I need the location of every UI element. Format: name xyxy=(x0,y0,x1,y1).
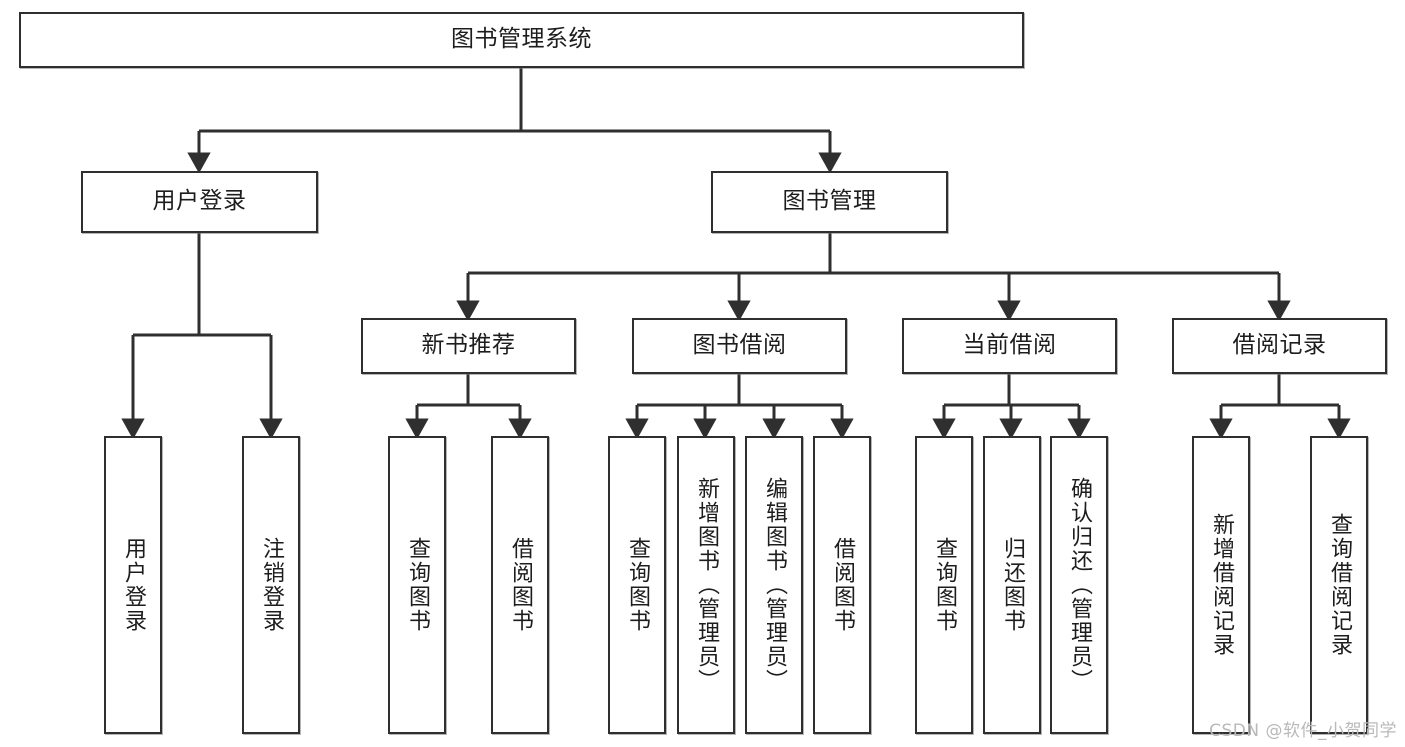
leaf-borrow-books-new[interactable]: 借阅图书 xyxy=(491,436,549,734)
leaf-add-book-admin[interactable]: 新增图书（管理员） xyxy=(677,436,735,734)
node-label: 新增图书（管理员） xyxy=(694,477,719,693)
node-borrow-records[interactable]: 借阅记录 xyxy=(1172,318,1387,374)
leaf-query-borrow-record[interactable]: 查询借阅记录 xyxy=(1310,436,1368,734)
node-new-book-recommend[interactable]: 新书推荐 xyxy=(361,318,576,374)
leaf-query-books-new[interactable]: 查询图书 xyxy=(388,436,446,734)
leaf-user-login[interactable]: 用户登录 xyxy=(104,436,162,734)
node-label: 用户登录 xyxy=(121,537,146,633)
node-book-borrow[interactable]: 图书借阅 xyxy=(632,318,847,374)
node-label: 新增借阅记录 xyxy=(1209,513,1234,657)
node-label: 注销登录 xyxy=(259,537,284,633)
node-label: 图书借阅 xyxy=(692,332,787,359)
node-label: 借阅图书 xyxy=(508,537,533,633)
leaf-add-borrow-record[interactable]: 新增借阅记录 xyxy=(1192,436,1250,734)
node-label: 图书管理 xyxy=(782,188,877,215)
leaf-query-books-current[interactable]: 查询图书 xyxy=(915,436,973,734)
leaf-query-books-borrow[interactable]: 查询图书 xyxy=(608,436,666,734)
leaf-return-books[interactable]: 归还图书 xyxy=(983,436,1041,734)
node-label: 确认归还（管理员） xyxy=(1067,477,1092,693)
node-user-login[interactable]: 用户登录 xyxy=(81,171,318,233)
node-label: 查询借阅记录 xyxy=(1327,513,1352,657)
node-label: 查询图书 xyxy=(625,537,650,633)
node-current-borrow[interactable]: 当前借阅 xyxy=(902,318,1117,374)
node-label: 归还图书 xyxy=(1000,537,1025,633)
leaf-confirm-return-admin[interactable]: 确认归还（管理员） xyxy=(1050,436,1108,734)
node-label: 查询图书 xyxy=(405,537,430,633)
leaf-logout[interactable]: 注销登录 xyxy=(242,436,300,734)
leaf-edit-book-admin[interactable]: 编辑图书（管理员） xyxy=(745,436,803,734)
node-label: 查询图书 xyxy=(932,537,957,633)
node-label: 借阅图书 xyxy=(830,537,855,633)
node-label: 编辑图书（管理员） xyxy=(762,477,787,693)
node-book-management[interactable]: 图书管理 xyxy=(711,171,948,233)
node-label: 借阅记录 xyxy=(1232,332,1327,359)
node-label: 当前借阅 xyxy=(962,332,1057,359)
node-label: 图书管理系统 xyxy=(451,26,592,53)
node-label: 新书推荐 xyxy=(421,332,516,359)
node-root[interactable]: 图书管理系统 xyxy=(19,12,1024,68)
node-label: 用户登录 xyxy=(152,188,247,215)
leaf-borrow-books[interactable]: 借阅图书 xyxy=(813,436,871,734)
